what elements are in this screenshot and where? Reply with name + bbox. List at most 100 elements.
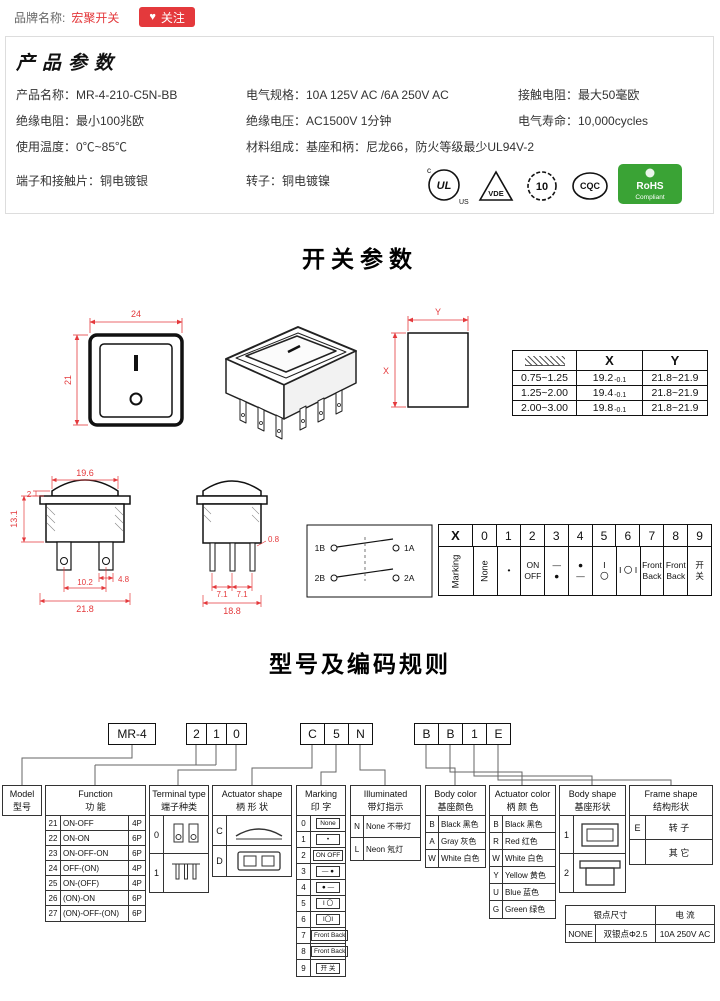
model-column: Model 型号 — [2, 785, 42, 817]
marking-table-symbols-row: Marking None • ON OFF — ● ● — Ⅰ 〇 Ⅰ 〇 Ⅰ … — [439, 547, 711, 595]
brand-label: 品牌名称: — [14, 10, 66, 25]
cutout-y-label: Y — [435, 307, 441, 317]
marking-symbol-cell: Ⅰ 〇 Ⅰ — [617, 547, 641, 595]
svg-text:21.8: 21.8 — [76, 604, 94, 614]
heart-icon: ♥ — [149, 10, 156, 23]
marking-row: 9 开 关 — [297, 960, 345, 977]
actuator-shape-d-icon — [237, 851, 281, 871]
body-shape-row: 2 — [560, 854, 625, 893]
silver-table-row: NONE 双银点Φ2.5 10A 250V AC — [566, 924, 714, 942]
svg-text:7.1: 7.1 — [236, 590, 248, 599]
frame-shape-row: 其 它 — [630, 840, 712, 865]
cutout-col-x: X — [577, 351, 643, 370]
circuit-diagram: 1B 1A 2B 2A — [306, 524, 433, 598]
marking-row: 3 — ● — [297, 864, 345, 881]
svg-text:1A: 1A — [404, 543, 415, 553]
svg-text:19.6: 19.6 — [76, 468, 94, 478]
marking-table-header-cell: 5 — [593, 525, 617, 546]
function-column: Function 功 能 21 ON-OFF 4P 22 ON-ON 6P 23 — [45, 785, 146, 923]
marking-row: 4 ● — — [297, 880, 345, 897]
marking-code-table: X 0 1 2 3 4 5 6 7 8 9 Marking — [438, 524, 712, 596]
code-box-d1-1: 1 — [206, 723, 227, 745]
svg-text:RoHS: RoHS — [636, 181, 664, 192]
svg-text:10: 10 — [536, 181, 548, 193]
marking-column: Marking 印 字 0 None 1 • 2 ON OFF — [296, 785, 349, 978]
param-insul-voltage: 绝缘电压：AC1500V 1分钟 — [246, 114, 392, 128]
param-elec-life: 电气寿命：10,000cycles — [518, 114, 649, 128]
coding-rules-title: 型号及编码规则 — [269, 651, 451, 677]
param-insul-res: 绝缘电阻：最小100兆欧 — [16, 114, 145, 128]
body-color-header: Body color 基座颜色 — [425, 785, 486, 817]
marking-symbol-cell: Front Back — [664, 547, 689, 595]
cert-ul-logo: c UL US — [427, 166, 469, 206]
brand-name: 宏聚开关 — [71, 10, 120, 25]
marking-row-label: Marking — [450, 554, 462, 588]
param-material: 材料组成：基座和柄：尼龙66，防火等级最少UL94V-2 — [246, 140, 535, 154]
terminal-type-row: 0 — [150, 816, 208, 855]
code-box-d3-1: B — [438, 723, 463, 745]
marking-row: 5 Ⅰ 〇 — [297, 896, 345, 913]
frame-shape-row: E 转 子 — [630, 816, 712, 841]
svg-text:13.1: 13.1 — [9, 510, 19, 528]
svg-text:2: 2 — [27, 490, 32, 499]
code-box-d2-2: N — [348, 723, 373, 745]
terminal-type-header: Terminal type 端子种类 — [149, 785, 209, 817]
svg-text:CQC: CQC — [580, 181, 601, 191]
code-box-d3-3: E — [486, 723, 511, 745]
marking-row: 0 None — [297, 816, 345, 833]
cert-enec-logo: 10 — [527, 171, 557, 201]
frame-shape-header: Frame shape 结构形状 — [629, 785, 713, 817]
function-row: 27 (ON)-OFF-(ON) 6P — [46, 906, 145, 922]
marking-symbol-cell: • — [498, 547, 522, 595]
code-box-d1-2: 0 — [226, 723, 247, 745]
marking-row: 6 Ⅰ〇Ⅰ — [297, 912, 345, 929]
function-row: 22 ON-ON 6P — [46, 831, 145, 847]
param-product-name: 产品名称：MR-4-210-C5N-BB — [16, 88, 178, 102]
model-column-header: Model 型号 — [2, 785, 42, 817]
rocker-off-mark — [129, 392, 143, 406]
follow-button-label: 关注 — [160, 10, 185, 25]
function-row: 25 ON-(OFF) 4P — [46, 876, 145, 892]
product-params-card — [5, 36, 714, 214]
function-row: 23 ON-OFF-ON 6P — [46, 846, 145, 862]
marking-symbol-cell: ● — — [569, 547, 593, 595]
cutout-col-y: Y — [670, 353, 680, 368]
dim-height-21: 21 — [63, 375, 73, 385]
function-row: 26 (ON)-ON 6P — [46, 891, 145, 907]
svg-text:Compliant: Compliant — [635, 194, 664, 201]
dim-width-24: 24 — [131, 309, 141, 319]
cutout-table-header: X Y — [513, 351, 707, 370]
svg-text:2B: 2B — [315, 573, 326, 583]
svg-text:0.8: 0.8 — [268, 535, 280, 544]
marking-symbol-cell: Front Back — [641, 547, 665, 595]
code-connector-lines — [21, 745, 672, 787]
svg-text:4.8: 4.8 — [118, 575, 130, 584]
follow-button[interactable]: ♥ 关注 — [139, 7, 195, 27]
actuator-shape-row: C — [213, 816, 291, 847]
marking-symbol-cell: ON OFF — [521, 547, 546, 595]
svg-text:UL: UL — [437, 180, 452, 192]
marking-table-header-cell: 7 — [640, 525, 665, 546]
switch-params-title: 开关参数 — [302, 246, 418, 272]
marking-table-digits-row: X 0 1 2 3 4 5 6 7 8 9 — [439, 525, 711, 547]
cert-rohs-logo: RoHS Compliant — [618, 164, 682, 204]
marking-table-header-cell: 9 — [696, 528, 703, 543]
body-shape-header: Body shape 基座形状 — [559, 785, 626, 817]
silver-contact-table: 银点尺寸 电 流 NONE 双银点Φ2.5 10A 250V AC — [565, 905, 715, 943]
rocker-on-mark — [134, 355, 138, 371]
svg-text:18.8: 18.8 — [223, 606, 241, 616]
body-shape-1-icon — [580, 823, 619, 847]
marking-table-header-cell: X — [439, 525, 473, 546]
marking-symbol-cell: Ⅰ 〇 — [593, 547, 617, 595]
